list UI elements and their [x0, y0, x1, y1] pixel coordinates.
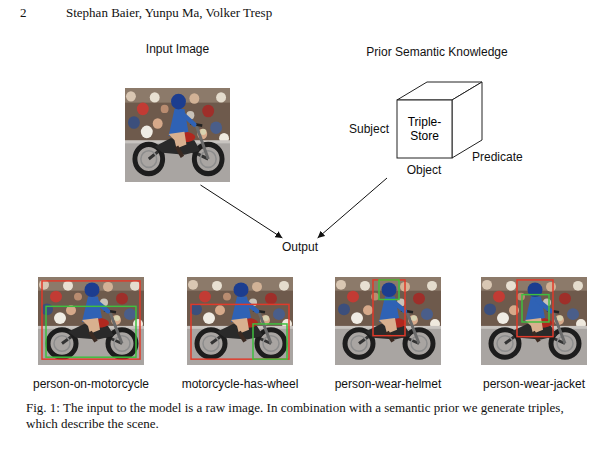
triple-result: person-wear-jacket: [469, 277, 599, 393]
output-photo: [335, 277, 441, 365]
axis-label: Object: [407, 163, 442, 177]
triple-caption: person-on-motorcycle: [26, 377, 156, 391]
axis-label: Subject: [349, 122, 389, 136]
triple-caption: motorcycle-has-wheel: [175, 377, 305, 391]
input-photo: [125, 88, 230, 182]
triple-result: person-wear-helmet: [323, 277, 453, 393]
axis-label: Predicate: [472, 150, 523, 164]
triple-result: person-on-motorcycle: [26, 277, 156, 393]
output-photo: [38, 277, 144, 365]
panel-heading: Input Image: [120, 42, 235, 56]
triple-caption: person-wear-jacket: [469, 377, 599, 391]
author-line: Stephan Baier, Yunpu Ma, Volker Tresp: [66, 5, 272, 20]
triple-store-cube: [397, 82, 482, 158]
output-node: Output: [278, 238, 322, 256]
panel-heading: Prior Semantic Knowledge: [337, 45, 537, 59]
input-image-panel: Input Image: [120, 42, 235, 185]
flow-arrow: [318, 178, 387, 238]
output-label: Output: [282, 240, 318, 254]
triple-caption: person-wear-helmet: [323, 377, 453, 391]
store-label: Triple-Store: [400, 115, 450, 143]
page-number: 2: [20, 5, 27, 20]
triple-result: motorcycle-has-wheel: [175, 277, 305, 393]
output-photo: [187, 277, 293, 365]
output-photo: [481, 277, 587, 365]
figure-caption: Fig. 1: The input to the model is a raw …: [26, 400, 592, 432]
flow-arrow: [201, 185, 283, 238]
